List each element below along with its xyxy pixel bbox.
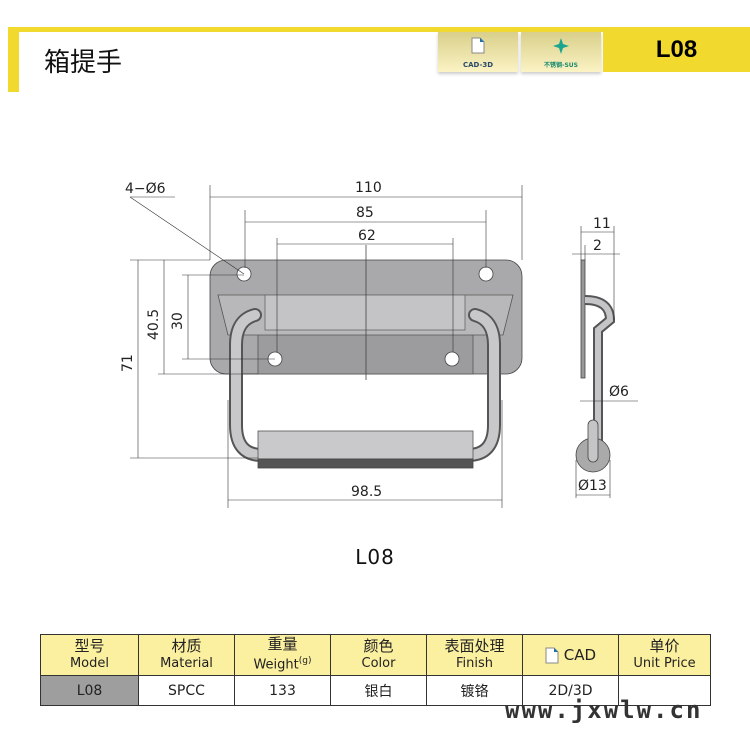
header-en: Weight — [253, 657, 299, 673]
grip-bar — [257, 430, 474, 460]
dim-holes: 4−Ø6 — [125, 181, 166, 197]
badge-stainless[interactable]: 不锈钢-SUS — [521, 32, 601, 72]
side-plate — [580, 259, 586, 379]
dim-62: 62 — [358, 228, 376, 244]
file-icon — [471, 37, 485, 54]
grip-channel — [264, 294, 466, 331]
dim-11: 11 — [593, 216, 611, 232]
header-cn: 表面处理 — [444, 637, 505, 655]
sparkle-icon — [553, 38, 569, 54]
header-en: Model — [69, 656, 110, 671]
page-title: 箱提手 — [44, 48, 123, 78]
drawing-caption: L08 — [355, 545, 395, 569]
header-unit: (g) — [298, 656, 312, 667]
header-cn: 材质 — [171, 637, 202, 655]
dim-110: 110 — [355, 180, 382, 196]
table-row: L08 SPCC 133 银白 镀铬 2D/3D — [40, 675, 711, 706]
cell-price — [618, 675, 711, 706]
cell-finish: 镀铬 — [426, 675, 523, 706]
dim-71: 71 — [120, 354, 136, 372]
dim-d13: Ø13 — [578, 478, 607, 494]
header-cn: 颜色 — [363, 637, 394, 655]
file-icon — [545, 647, 559, 663]
badge-cad-3d[interactable]: CAD-3D — [438, 32, 518, 72]
cell-material: SPCC — [138, 675, 235, 706]
header-bar — [8, 27, 750, 32]
cell-color: 银白 — [330, 675, 427, 706]
header-cn: 型号 — [74, 637, 105, 655]
model-code: L08 — [603, 27, 750, 72]
dim-d6: Ø6 — [609, 384, 629, 400]
badge-label: CAD-3D — [462, 61, 494, 69]
header-cn: 单价 — [649, 637, 680, 655]
dim-2: 2 — [593, 238, 602, 254]
col-weight: 重量 Weight(g) — [234, 634, 331, 676]
plate-recess — [257, 329, 474, 375]
technical-drawing: 4−Ø6 110 85 62 71 40.5 30 98.5 11 2 Ø6 Ø… — [120, 180, 638, 508]
header-cn: 重量 — [267, 635, 298, 654]
dim-30: 30 — [170, 312, 186, 330]
dim-40-5: 40.5 — [146, 309, 162, 340]
header-en: Color — [361, 656, 396, 671]
cell-weight: 133 — [234, 675, 331, 706]
header-en: Unit Price — [633, 656, 696, 671]
cell-cad[interactable]: 2D/3D — [522, 675, 619, 706]
header-en: Material — [160, 656, 213, 671]
dim-85: 85 — [356, 205, 374, 221]
badge-label: 不锈钢-SUS — [543, 62, 578, 69]
dim-98-5: 98.5 — [351, 484, 382, 500]
header-cn: CAD — [563, 645, 597, 664]
header-en: Finish — [455, 656, 493, 671]
col-cad: CAD — [522, 634, 619, 676]
header-accent — [8, 27, 19, 92]
cell-model: L08 — [40, 675, 139, 706]
watermark: www.jxwlw.cn — [505, 696, 703, 724]
